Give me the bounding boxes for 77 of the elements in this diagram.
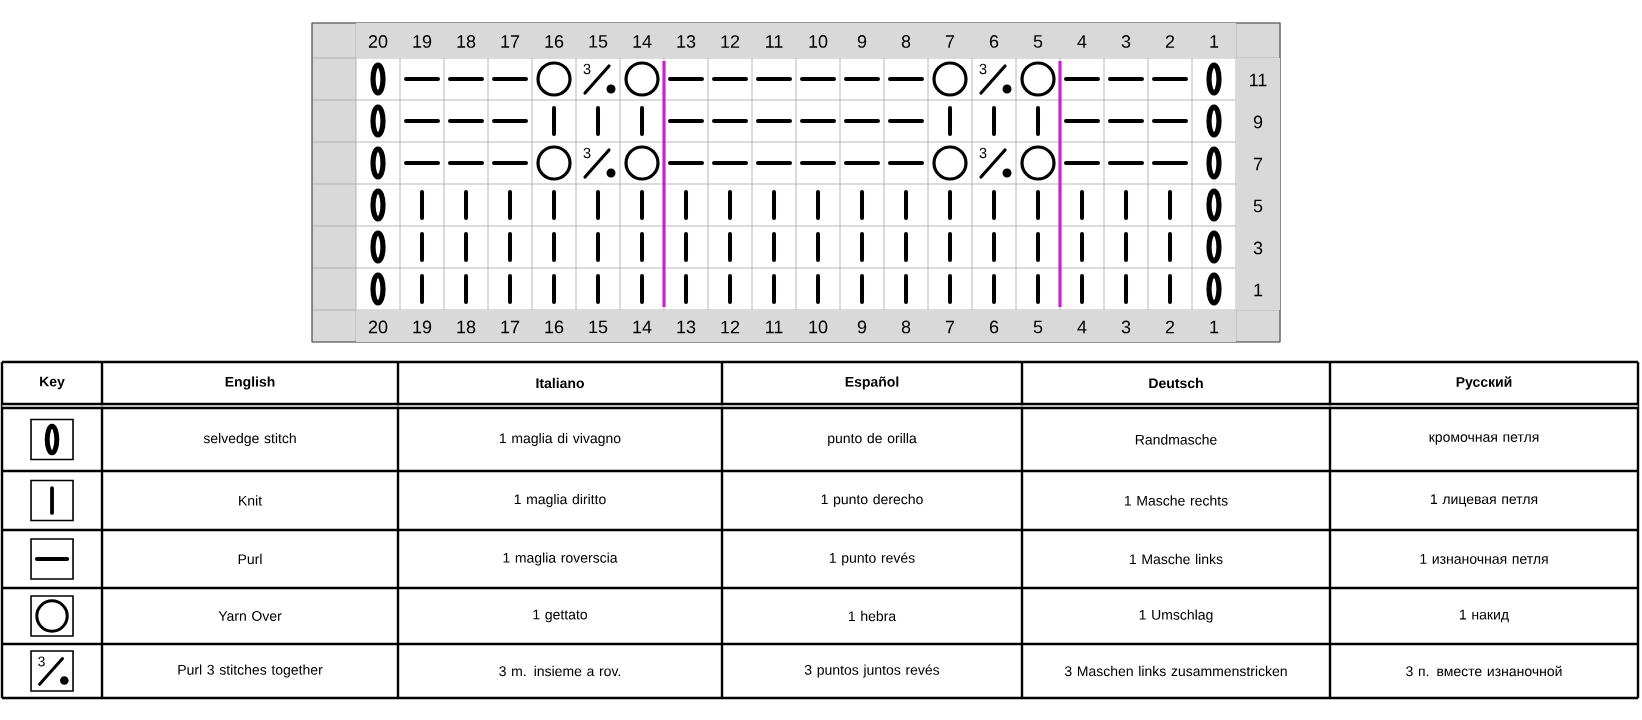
row-number: 1 — [1236, 268, 1280, 310]
column-number: 5 — [1016, 23, 1060, 58]
column-number: 19 — [400, 310, 444, 342]
row-number: 9 — [1236, 100, 1280, 142]
column-number: 3 — [1104, 23, 1148, 58]
column-number: 6 — [972, 23, 1016, 58]
column-number: 14 — [620, 23, 664, 58]
table-cell: Randmasche — [1135, 434, 1217, 445]
column-number: 20 — [356, 23, 400, 58]
column-number: 1 — [1192, 23, 1236, 58]
column-number: 19 — [400, 23, 444, 58]
table-header: Русский — [1456, 376, 1512, 390]
column-number: 16 — [532, 23, 576, 58]
column-number: 10 — [796, 310, 840, 342]
table-cell: 1 Masche rechts — [1124, 495, 1228, 506]
column-number: 14 — [620, 310, 664, 342]
table-cell: 3 puntos juntos revés — [804, 664, 940, 678]
table-cell: 1 Umschlag — [1139, 609, 1213, 623]
table-cell: 3 п. вместе изнаночной — [1406, 665, 1562, 677]
table-cell: selvedge stitch — [203, 432, 296, 446]
row-number: 5 — [1236, 184, 1280, 226]
column-number: 9 — [840, 310, 884, 342]
table-cell: 1 изнаночная петля — [1420, 554, 1548, 564]
column-number: 11 — [752, 310, 796, 342]
table-cell: 3 m. insieme a rov. — [499, 665, 621, 677]
column-number: 15 — [576, 23, 620, 58]
column-number: 4 — [1060, 23, 1104, 58]
column-number: 7 — [928, 310, 972, 342]
column-number: 9 — [840, 23, 884, 58]
table-cell: Yarn Over — [218, 611, 282, 621]
column-number: 8 — [884, 310, 928, 342]
column-number: 8 — [884, 23, 928, 58]
column-number: 20 — [356, 310, 400, 342]
column-number: 4 — [1060, 310, 1104, 342]
table-cell: Knit — [239, 495, 262, 506]
table-header: Español — [845, 376, 899, 390]
column-number: 2 — [1148, 310, 1192, 342]
column-number: 12 — [708, 310, 752, 342]
column-number: 6 — [972, 310, 1016, 342]
column-number: 3 — [1104, 310, 1148, 342]
column-number: 7 — [928, 23, 972, 58]
column-number: 10 — [796, 23, 840, 58]
table-cell: Purl — [238, 553, 262, 565]
table-cell: 1 maglia diritto — [514, 493, 606, 507]
column-number: 17 — [488, 23, 532, 58]
table-cell: 1 punto derecho — [821, 493, 923, 507]
table-header: English — [225, 376, 275, 390]
column-number: 13 — [664, 23, 708, 58]
column-number: 1 — [1192, 310, 1236, 342]
column-number: 15 — [576, 310, 620, 342]
column-number: 2 — [1148, 23, 1192, 58]
column-number: 16 — [532, 310, 576, 342]
table-header: Italiano — [536, 377, 584, 389]
table-cell: 1 gettato — [533, 609, 588, 623]
column-number: 18 — [444, 23, 488, 58]
table-cell: punto de orilla — [828, 432, 917, 446]
column-number: 17 — [488, 310, 532, 342]
column-number: 12 — [708, 23, 752, 58]
column-number: 18 — [444, 310, 488, 342]
table-cell: 1 накид — [1460, 609, 1509, 623]
table-cell: 1 лицевая петля — [1431, 494, 1538, 507]
column-number: 13 — [664, 310, 708, 342]
table-cell: 1 Masche links — [1130, 553, 1223, 565]
table-header: Key — [40, 376, 65, 390]
table-cell: 3 Maschen links zusammenstricken — [1064, 665, 1287, 677]
table-cell: 1 maglia roverscia — [503, 552, 618, 566]
row-number: 11 — [1236, 58, 1280, 100]
column-number: 5 — [1016, 310, 1060, 342]
column-number: 11 — [752, 23, 796, 58]
table-cell: 1 hebra — [848, 610, 897, 622]
table-cell: 1 maglia di vivagno — [500, 432, 621, 446]
row-number: 3 — [1236, 226, 1280, 268]
row-number: 7 — [1236, 142, 1280, 184]
table-cell: кромочная петля — [1429, 434, 1539, 445]
table-cell: Purl 3 stitches together — [178, 664, 323, 678]
table-cell: 1 punto revés — [829, 552, 915, 566]
table-header: Deutsch — [1149, 377, 1203, 389]
